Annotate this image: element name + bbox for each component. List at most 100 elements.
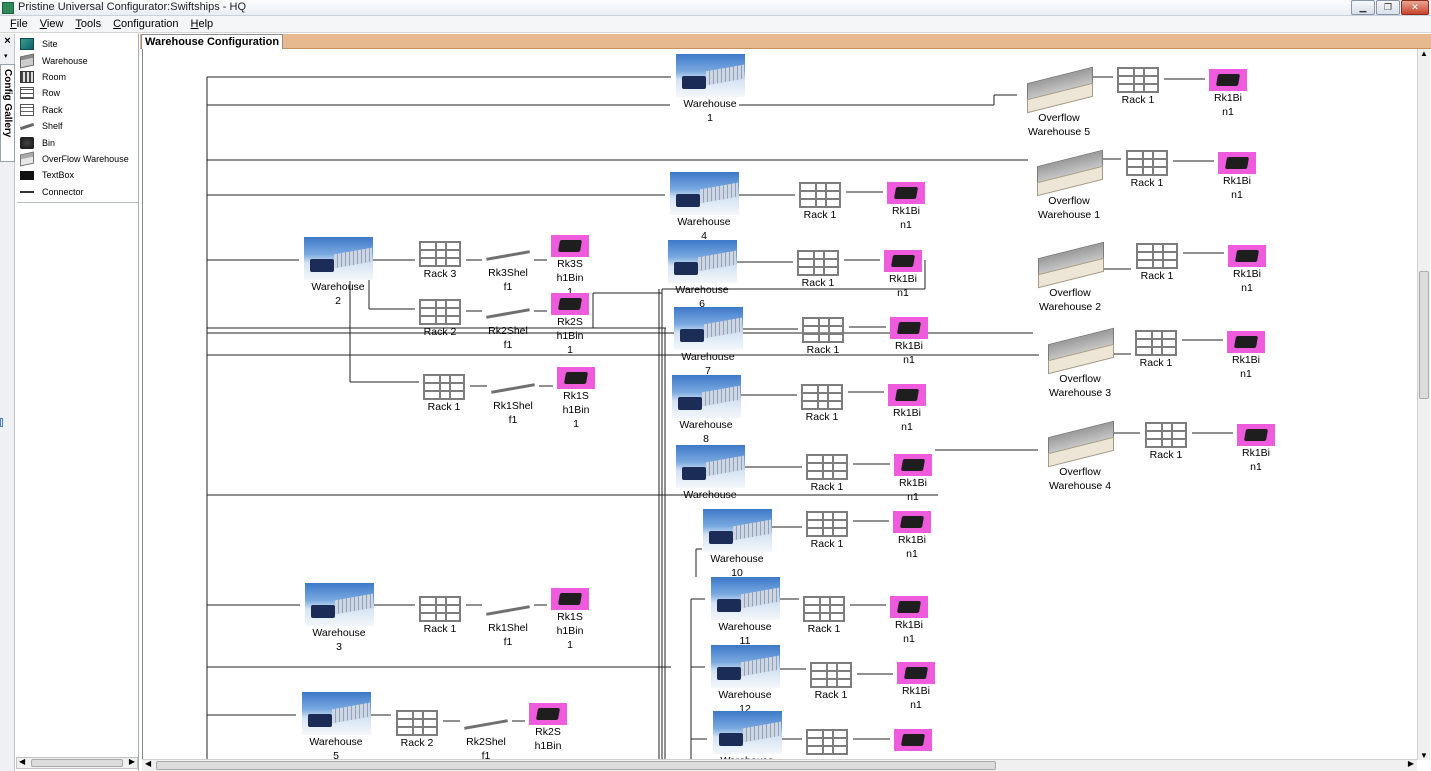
- rack-node[interactable]: Rack 1: [1121, 150, 1173, 190]
- warehouse-node[interactable]: Warehouse 7: [668, 307, 748, 378]
- rack-node[interactable]: Rack 1: [1140, 422, 1192, 462]
- warehouse-node[interactable]: Warehouse 4: [664, 172, 744, 243]
- overflow-warehouse-node[interactable]: Overflow Warehouse 4: [1038, 421, 1122, 493]
- gallery-item-room[interactable]: Room: [17, 69, 138, 85]
- scroll-left-icon[interactable]: ◀: [19, 757, 26, 766]
- shelf-node[interactable]: Rk3Shel f1: [482, 243, 534, 294]
- rack-node[interactable]: Rack 1: [794, 182, 846, 222]
- tab-warehouse-configuration[interactable]: Warehouse Configuration: [141, 34, 284, 49]
- rack-node[interactable]: Rack 1: [801, 511, 853, 551]
- bin-node[interactable]: Rk1Bi n1: [886, 596, 932, 646]
- bin-node[interactable]: Rk3S h1Bin 1: [547, 235, 593, 299]
- warehouse-node[interactable]: Warehouse 11: [705, 577, 785, 648]
- bin-node[interactable]: Rk1Bi n1: [1233, 424, 1279, 474]
- warehouse-node[interactable]: Warehouse: [707, 711, 787, 759]
- rack-node[interactable]: Rack 1: [1112, 67, 1164, 107]
- warehouse-node[interactable]: Warehouse: [670, 445, 750, 502]
- canvas-horizontal-scrollbar[interactable]: ◀ ▶: [142, 759, 1417, 771]
- overflow-warehouse-node[interactable]: Overflow Warehouse 2: [1028, 242, 1112, 314]
- shelf-node[interactable]: Rk2Shel f1: [460, 712, 512, 759]
- warehouse-node[interactable]: Warehouse 8: [666, 375, 746, 446]
- gallery-item-row[interactable]: Row: [17, 85, 138, 101]
- close-panel-icon[interactable]: ×: [4, 35, 11, 47]
- menu-tools[interactable]: Tools: [75, 18, 102, 30]
- rack-node[interactable]: [801, 729, 853, 755]
- bin-node[interactable]: Rk2S h1Bin 1: [547, 293, 593, 357]
- bin-node[interactable]: Rk2S h1Bin: [525, 703, 571, 753]
- menu-configuration[interactable]: Configuration: [113, 18, 179, 30]
- scrollbar-thumb[interactable]: [156, 761, 996, 770]
- overflow-warehouse-node[interactable]: Overflow Warehouse 5: [1017, 67, 1101, 139]
- rack-node[interactable]: Rack 1: [414, 596, 466, 636]
- menu-view[interactable]: View: [39, 18, 64, 30]
- minimize-button[interactable]: ▁: [1351, 0, 1375, 15]
- warehouse-node[interactable]: Warehouse 2: [298, 237, 378, 308]
- bin-node[interactable]: Rk1Bi n1: [893, 662, 939, 712]
- close-button[interactable]: ✕: [1401, 0, 1429, 15]
- bin-node[interactable]: Rk1Bi n1: [1214, 152, 1260, 202]
- bin-node[interactable]: Rk1Bi n1: [889, 511, 935, 561]
- warehouse-node[interactable]: Warehouse 3: [299, 583, 379, 654]
- bin-node[interactable]: Rk1Bi n1: [880, 250, 926, 300]
- node-label: Rk2S h1Bin 1: [556, 316, 584, 356]
- bin-node[interactable]: Rk1S h1Bin 1: [547, 588, 593, 652]
- overflow-warehouse-node[interactable]: Overflow Warehouse 3: [1038, 328, 1122, 400]
- rack-node[interactable]: Rack 1: [792, 250, 844, 290]
- scroll-left-icon[interactable]: ◀: [145, 759, 152, 768]
- gallery-item-connector[interactable]: Connector: [17, 184, 138, 200]
- rack-node[interactable]: Rack 1: [418, 374, 470, 414]
- rack-node[interactable]: Rack 2: [391, 710, 443, 750]
- gallery-item-rack[interactable]: Rack: [17, 102, 138, 118]
- rack-node[interactable]: Rack 1: [797, 317, 849, 357]
- rack-node[interactable]: Rack 1: [801, 454, 853, 494]
- bin-node[interactable]: Rk1S h1Bin 1: [553, 367, 599, 431]
- bin-node[interactable]: Rk1Bi n1: [1205, 69, 1251, 119]
- rack-node[interactable]: Rack 3: [414, 241, 466, 281]
- bin-node[interactable]: [890, 729, 936, 751]
- bin-node[interactable]: Rk1Bi n1: [883, 182, 929, 232]
- warehouse-node[interactable]: Warehouse 6: [662, 240, 742, 311]
- shelf-node[interactable]: Rk1Shel f1: [482, 598, 534, 649]
- scrollbar-thumb[interactable]: [31, 759, 123, 767]
- side-tab-strip: × ▾ Config Gallery: [0, 34, 15, 771]
- scroll-down-icon[interactable]: ▼: [1420, 751, 1428, 760]
- rack-node[interactable]: Rack 1: [805, 662, 857, 702]
- scroll-right-icon[interactable]: ▶: [1407, 759, 1414, 768]
- node-label: Rk1Bi n1: [894, 619, 923, 645]
- bin-node[interactable]: Rk1Bi n1: [1223, 331, 1269, 381]
- tab-config-gallery[interactable]: Config Gallery: [0, 64, 15, 162]
- rack-node[interactable]: Rack 1: [1131, 243, 1183, 283]
- bin-node[interactable]: Rk1Bi n1: [884, 384, 930, 434]
- rack-node[interactable]: Rack 1: [798, 596, 850, 636]
- gallery-item-site[interactable]: Site: [17, 36, 138, 52]
- overflow-warehouse-node[interactable]: Overflow Warehouse 1: [1027, 150, 1111, 222]
- rack-node[interactable]: Rack 2: [414, 299, 466, 339]
- gallery-item-warehouse[interactable]: Warehouse: [17, 52, 138, 69]
- gallery-item-overflow-warehouse[interactable]: OverFlow Warehouse: [17, 151, 138, 167]
- warehouse-node[interactable]: Warehouse 12: [705, 645, 785, 716]
- bin-node[interactable]: Rk1Bi n1: [886, 317, 932, 367]
- bin-node[interactable]: Rk1Bi n1: [890, 454, 936, 504]
- gallery-horizontal-scrollbar[interactable]: ◀ ▶: [16, 757, 138, 769]
- restore-button[interactable]: ❐: [1376, 0, 1400, 15]
- scroll-right-icon[interactable]: ▶: [128, 757, 135, 766]
- pin-icon[interactable]: ▾: [4, 53, 8, 60]
- menu-file[interactable]: File: [10, 18, 28, 30]
- rack-node[interactable]: Rack 1: [796, 384, 848, 424]
- warehouse-node[interactable]: Warehouse 5: [296, 692, 376, 759]
- shelf-node[interactable]: Rk1Shel f1: [487, 376, 539, 427]
- configuration-canvas[interactable]: Warehouse 1 Overflow Warehouse 5 Rack 1 Rk1…: [142, 49, 1417, 759]
- menu-help[interactable]: Help: [190, 18, 214, 30]
- gallery-item-shelf[interactable]: Shelf: [17, 118, 138, 134]
- bin-node[interactable]: Rk1Bi n1: [1224, 245, 1270, 295]
- splitter-handle[interactable]: [0, 418, 3, 427]
- scrollbar-thumb[interactable]: [1419, 271, 1429, 399]
- canvas-vertical-scrollbar[interactable]: ▲ ▼: [1417, 49, 1430, 760]
- warehouse-node[interactable]: Warehouse 10: [697, 509, 777, 580]
- scroll-up-icon[interactable]: ▲: [1420, 49, 1428, 58]
- gallery-item-bin[interactable]: Bin: [17, 134, 138, 150]
- rack-node[interactable]: Rack 1: [1130, 330, 1182, 370]
- shelf-node[interactable]: Rk2Shel f1: [482, 301, 534, 352]
- gallery-item-textbox[interactable]: TextBox: [17, 167, 138, 183]
- warehouse-node[interactable]: Warehouse 1: [670, 54, 750, 125]
